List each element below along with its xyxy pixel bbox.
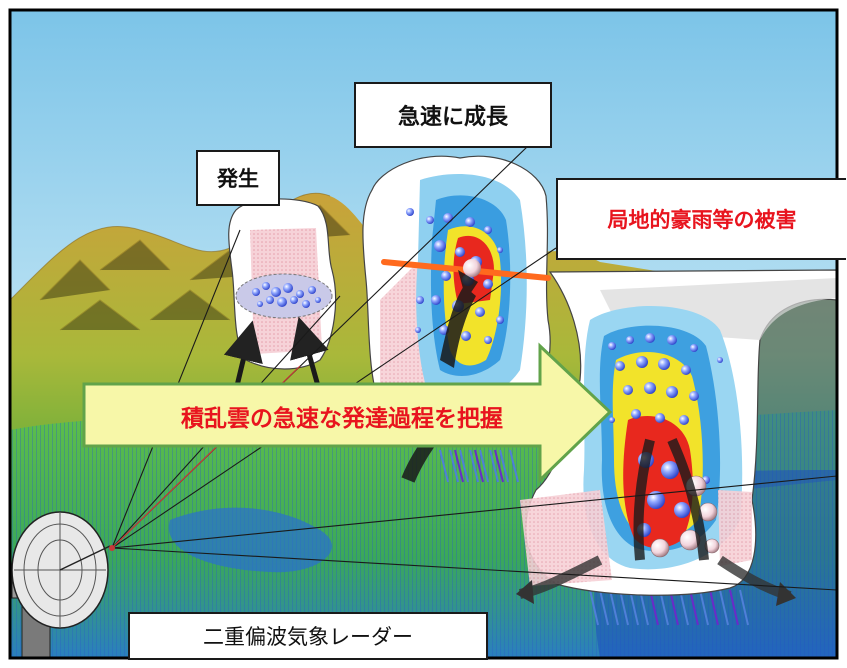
label-damage: 局地的豪雨等の被害 xyxy=(556,178,846,260)
label-generation: 発生 xyxy=(196,150,280,206)
label-radar: 二重偏波気象レーダー xyxy=(128,612,488,660)
arrow-caption: 積乱雲の急速な発達過程を把握 xyxy=(181,406,503,432)
process-arrow xyxy=(82,342,613,484)
radar-antenna xyxy=(11,511,115,659)
label-rapid-growth: 急速に成長 xyxy=(354,82,552,148)
